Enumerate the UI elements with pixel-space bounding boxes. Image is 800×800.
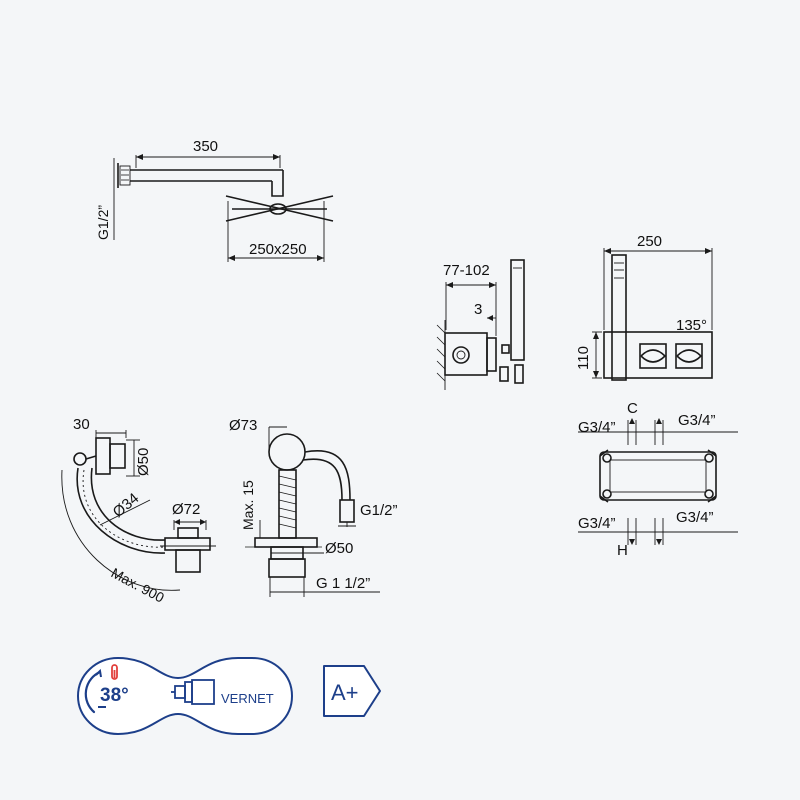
thermostatic-cartridge-icon — [98, 679, 215, 708]
energy-class-badge — [323, 665, 381, 717]
feature-badge — [76, 656, 294, 736]
bath-filler-drawing — [245, 426, 380, 597]
arm-length-label: 350 — [193, 138, 218, 155]
filler-head-diameter-label: Ø73 — [229, 417, 257, 434]
valve-cold-label: C — [627, 400, 638, 417]
control-panel-drawing — [592, 248, 713, 381]
valve-body-drawing — [578, 418, 738, 545]
filler-thread-label: G1/2” — [360, 502, 398, 519]
thermometer-icon — [84, 664, 118, 714]
bath-waste-drawing — [61, 430, 216, 591]
arm-thread-label: G1/2” — [95, 205, 111, 240]
valve-hot-label: H — [617, 542, 628, 559]
valve-bottom-left-label: G3/4” — [578, 515, 616, 532]
panel-width-label: 250 — [637, 233, 662, 250]
temperature-label: 38° — [100, 685, 129, 706]
valve-bottom-right-label: G3/4” — [676, 509, 714, 526]
energy-class-label: A+ — [331, 680, 359, 705]
valve-top-right-label: G3/4” — [678, 412, 716, 429]
waste-width-label: 30 — [73, 416, 90, 433]
shower-arm-drawing — [113, 154, 334, 262]
plug-diameter-label: Ø72 — [172, 501, 200, 518]
filler-body-diameter-label: Ø50 — [325, 540, 353, 557]
offset-label: 3 — [474, 301, 482, 318]
head-size-label: 250x250 — [249, 241, 307, 258]
hand-shower-side-drawing — [436, 259, 525, 390]
filler-outlet-thread-label: G 1 1/2” — [316, 575, 370, 592]
brand-label: VERNET — [221, 691, 274, 706]
waste-diameter-label: Ø50 — [135, 448, 152, 476]
filler-height-label: Max. 15 — [240, 480, 256, 530]
valve-top-left-label: G3/4” — [578, 419, 616, 436]
depth-range-label: 77-102 — [443, 262, 490, 279]
panel-height-label: 110 — [575, 346, 592, 370]
hose-length-label: Max. 900 — [109, 565, 168, 606]
hose-diameter-label: Ø34 — [110, 490, 143, 521]
rotation-label: 135° — [676, 317, 707, 334]
